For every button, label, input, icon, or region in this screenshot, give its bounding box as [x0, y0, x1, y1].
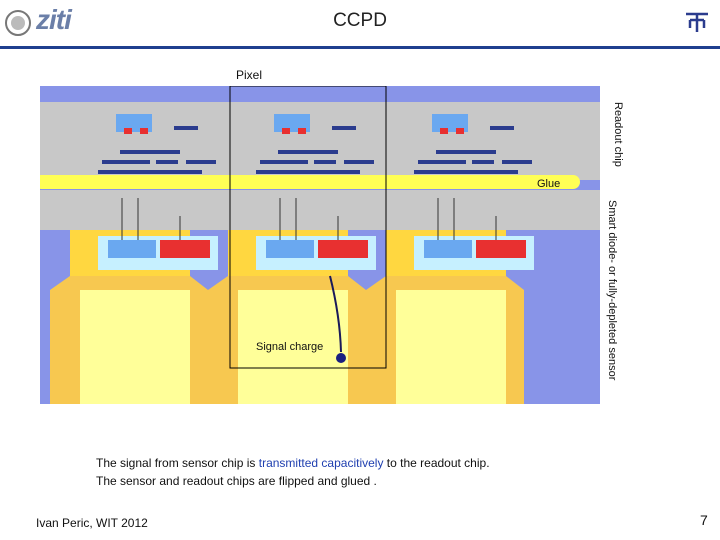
metal-line [314, 160, 336, 164]
readout-diffusion [456, 128, 464, 134]
glue-label: Glue [537, 178, 561, 190]
readout-diffusion [298, 128, 306, 134]
readout-nwell [432, 114, 468, 132]
readout-diffusion [140, 128, 148, 134]
signal-charge-track [329, 275, 342, 353]
metal-line [260, 160, 308, 164]
metal-line [436, 150, 496, 154]
institute-logo [684, 10, 710, 41]
nmos-well [266, 240, 314, 258]
signal-charge-dot [336, 353, 346, 363]
pmos-well [160, 240, 210, 258]
ccpd-cross-section-diagram [34, 85, 600, 411]
readout-gate [174, 126, 198, 130]
metal-line [120, 150, 180, 154]
metal-line [414, 170, 518, 174]
metal-line [156, 160, 178, 164]
caption-line-2: The sensor and readout chips are flipped… [96, 474, 377, 488]
readout-diffusion [124, 128, 132, 134]
caption-line-1: The signal from sensor chip is transmitt… [96, 456, 490, 470]
pixel-outline [229, 85, 387, 369]
footer-author: Ivan Peric, WIT 2012 [36, 516, 148, 530]
university-seal-logo [4, 6, 32, 45]
sensor-label: Smart diode- or fully-depleted sensor [606, 200, 618, 381]
pmos-well [318, 240, 368, 258]
metal-line [344, 160, 374, 164]
metal-line [278, 150, 338, 154]
title-rule [0, 46, 720, 49]
sensor-metal-band [40, 190, 600, 230]
nmos-well [424, 240, 472, 258]
readout-gate [332, 126, 356, 130]
metal-line [98, 170, 202, 174]
caption-highlight: transmitted capacitively [258, 456, 384, 470]
readout-chip-label: Readout chip [612, 102, 624, 167]
depletion-region [80, 290, 190, 404]
depletion-region [238, 290, 348, 404]
metal-line [102, 160, 150, 164]
metal-line [418, 160, 466, 164]
depletion-region [396, 290, 506, 404]
metal-line [186, 160, 216, 164]
caption: The signal from sensor chip is transmitt… [96, 454, 490, 490]
nmos-well [108, 240, 156, 258]
readout-nwell [116, 114, 152, 132]
readout-chip-band [40, 102, 600, 180]
metal-line [472, 160, 494, 164]
pmos-well [476, 240, 526, 258]
signal-charge-label: Signal charge [256, 341, 324, 353]
metal-line [256, 170, 360, 174]
glue-layer [34, 175, 580, 189]
metal-line [502, 160, 532, 164]
page-title: CCPD [333, 10, 387, 31]
readout-nwell [274, 114, 310, 132]
ziti-logo: ziti [36, 4, 72, 35]
readout-diffusion [282, 128, 290, 134]
readout-gate [490, 126, 514, 130]
pixel-label: Pixel [236, 68, 263, 82]
page-number: 7 [700, 512, 708, 528]
readout-diffusion [440, 128, 448, 134]
